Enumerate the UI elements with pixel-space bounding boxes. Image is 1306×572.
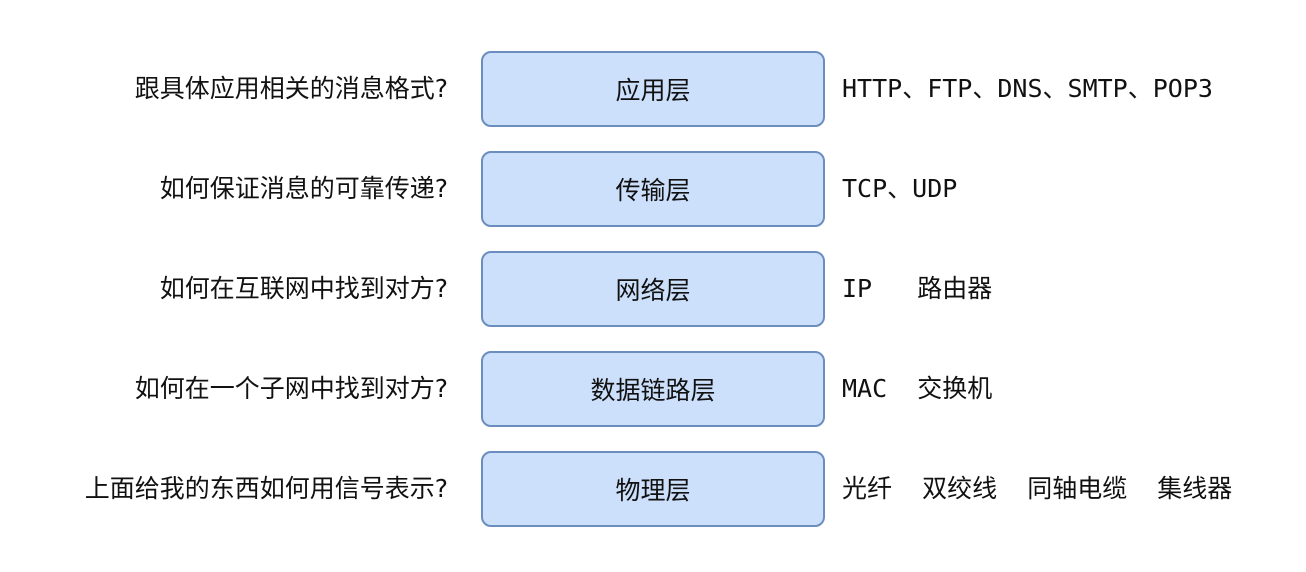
layer-row-network: 如何在互联网中找到对方? 网络层 IP 路由器 — [0, 251, 1306, 327]
layer-question: 如何在一个子网中找到对方? — [134, 374, 448, 403]
layer-box-network: 网络层 — [481, 251, 825, 327]
layer-examples: TCP、UDP — [842, 174, 958, 203]
layer-examples: IP 路由器 — [842, 274, 993, 303]
layer-name: 网络层 — [615, 276, 691, 305]
layer-name: 传输层 — [615, 176, 691, 205]
layer-row-physical: 上面给我的东西如何用信号表示? 物理层 光纤 双绞线 同轴电缆 集线器 — [0, 451, 1306, 527]
layer-name: 物理层 — [615, 476, 691, 505]
layer-examples: 光纤 双绞线 同轴电缆 集线器 — [842, 474, 1233, 503]
layer-question: 跟具体应用相关的消息格式? — [134, 74, 448, 103]
layer-box-physical: 物理层 — [481, 451, 825, 527]
layer-question: 如何保证消息的可靠传递? — [159, 174, 448, 203]
layer-question: 如何在互联网中找到对方? — [159, 274, 448, 303]
layer-box-application: 应用层 — [481, 51, 825, 127]
layer-box-transport: 传输层 — [481, 151, 825, 227]
layer-name: 应用层 — [615, 76, 691, 105]
layer-row-data-link: 如何在一个子网中找到对方? 数据链路层 MAC 交换机 — [0, 351, 1306, 427]
layer-row-transport: 如何保证消息的可靠传递? 传输层 TCP、UDP — [0, 151, 1306, 227]
layer-name: 数据链路层 — [590, 376, 716, 405]
layer-row-application: 跟具体应用相关的消息格式? 应用层 HTTP、FTP、DNS、SMTP、POP3 — [0, 51, 1306, 127]
layer-examples: HTTP、FTP、DNS、SMTP、POP3 — [842, 74, 1213, 103]
layer-question: 上面给我的东西如何用信号表示? — [84, 474, 448, 503]
layer-examples: MAC 交换机 — [842, 374, 993, 403]
layer-box-data-link: 数据链路层 — [481, 351, 825, 427]
